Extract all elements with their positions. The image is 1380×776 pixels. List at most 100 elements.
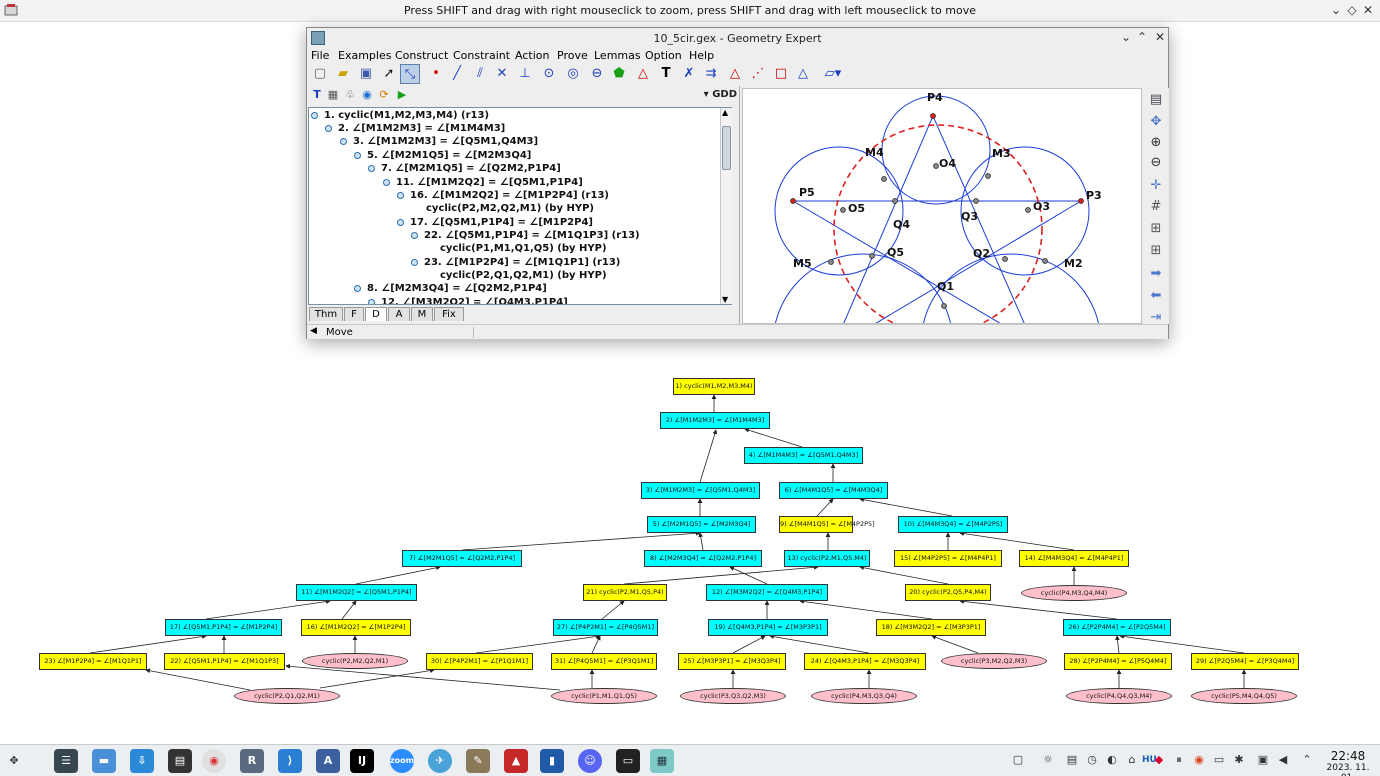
chevron-up-icon[interactable]: ⌃ — [1302, 753, 1312, 766]
graph-hyp-node[interactable]: cyclic(P1,M1,Q1,Q5) — [551, 688, 657, 704]
proof-tree-row[interactable]: 1. cyclic(M1,M2,M3,M4) (r13) — [311, 110, 489, 121]
text-icon[interactable]: T — [661, 66, 671, 81]
proof-tree-row[interactable]: 2. ∠[M1M2M3] = ∠[M1M4M3] — [325, 123, 505, 134]
folder-icon[interactable]: ▬ — [92, 749, 116, 773]
graph-node-19[interactable]: 19) ∠[Q4M3,P1P4] = ∠[M3P3P1] — [708, 619, 828, 636]
refresh-icon[interactable]: ⟳ — [379, 88, 389, 101]
font-app-icon[interactable]: A — [316, 749, 340, 773]
graph-hyp-node[interactable]: cyclic(P4,M3,Q3,Q4) — [811, 688, 917, 704]
proof-tree-row[interactable]: 23. ∠[M1P2P4] = ∠[M1Q1P1] (r13) — [411, 257, 620, 268]
circle-three-points-icon[interactable]: ◎ — [567, 66, 579, 81]
menu-help[interactable]: Help — [689, 49, 715, 62]
text-icon[interactable]: T — [313, 88, 321, 101]
tab-d[interactable]: D — [365, 307, 387, 321]
scroll-thumb[interactable] — [722, 126, 731, 170]
network-app-icon[interactable]: ✈ — [428, 749, 452, 773]
vscode-icon[interactable]: ⟩ — [278, 749, 302, 773]
geometry-canvas[interactable]: P4 P5 P3 M4 M3 O4 O5 O3 Q4 Q3 Q5 Q2 M5 M… — [742, 88, 1142, 324]
menu-file[interactable]: File — [311, 49, 330, 62]
minimize-icon[interactable]: ⌄ — [1120, 30, 1132, 44]
pan-icon[interactable]: ✥ — [1150, 114, 1162, 129]
triangle-left-icon[interactable]: ◀ — [310, 326, 317, 336]
maximize-icon[interactable]: ⌃ — [1136, 30, 1148, 44]
graph-node-14[interactable]: 14) ∠[M4M3Q4] = ∠[M4P4P1] — [1019, 550, 1129, 567]
graph-node-8[interactable]: 8) ∠[M2M3Q4] = ∠[Q2M2,P1P4] — [644, 550, 762, 567]
graph-node-30[interactable]: 30) ∠[P4P2M1] = ∠[P1Q1M1] — [426, 653, 533, 670]
zoom-out-icon[interactable]: ⊖ — [1150, 155, 1162, 170]
weather-icon[interactable]: ☼ — [1043, 753, 1053, 766]
graph-node-22[interactable]: 22) ∠[Q5M1,P1P4] = ∠[M1Q1P3] — [164, 653, 285, 670]
proof-tree-row[interactable]: 5. ∠[M2M1Q5] = ∠[M2M3Q4] — [354, 150, 531, 161]
intersect-icon[interactable]: ✗ — [683, 66, 695, 81]
arrow-left-icon[interactable]: ⬅ — [1150, 288, 1162, 303]
graph-node-26[interactable]: 26) ∠[P2P4M4] = ∠[P2Q5M4] — [1063, 619, 1171, 636]
graph-node-24[interactable]: 24) ∠[Q4M3,P1P4] = ∠[M3Q3P4] — [804, 653, 926, 670]
graph-hyp-node[interactable]: cyclic(P2,M2,Q2,M1) — [302, 653, 408, 669]
proof-tree-row[interactable]: 3. ∠[M1M2M3] = ∠[Q5M1,Q4M3] — [340, 136, 538, 147]
proof-tree-row[interactable]: 16. ∠[M1M2Q2] = ∠[M1P2P4] (r13) — [397, 190, 609, 201]
select-arrow-icon[interactable]: ➚ — [383, 66, 395, 81]
menu-constraint[interactable]: Constraint — [453, 49, 511, 62]
graph-node-11[interactable]: 11) ∠[M1M2Q2] = ∠[Q5M1,P1P4] — [296, 584, 417, 601]
grid-icon[interactable]: # — [1150, 199, 1162, 214]
menu-action[interactable]: Action — [515, 49, 550, 62]
network-tray-icon[interactable]: ⌂ — [1128, 753, 1136, 766]
close-icon[interactable]: ✕ — [1362, 3, 1374, 17]
circle-radius-icon[interactable]: ⊖ — [591, 66, 603, 81]
store-icon[interactable]: ⇩ — [130, 749, 154, 773]
graph-node-12[interactable]: 12) ∠[M3M2Q2] = ∠[Q4M3,P1P4] — [706, 584, 828, 601]
graph-node-31[interactable]: 31) ∠[P4Q5M1] = ∠[P3Q1M1] — [551, 653, 657, 670]
new-file-icon[interactable]: ▢ — [313, 66, 327, 81]
document-viewer-icon[interactable]: ▤ — [168, 749, 192, 773]
display-icon[interactable]: ▣ — [1257, 753, 1269, 766]
proof-tree-row[interactable]: 8. ∠[M2M3Q4] = ∠[Q2M2,P1P4] — [354, 283, 547, 294]
axis-icon[interactable]: ✛ — [1150, 178, 1162, 193]
graph-hyp-node[interactable]: cyclic(P5,M4,Q4,Q5) — [1191, 688, 1297, 704]
discord-icon[interactable]: ☺ — [578, 749, 602, 773]
parallel-icon[interactable]: ⫽ — [477, 66, 483, 81]
tab-fix[interactable]: Fix — [434, 307, 464, 321]
prover-mode-select[interactable]: ▾ GDD — [704, 89, 737, 100]
arrow-end-icon[interactable]: ⇥ — [1150, 310, 1162, 325]
battery-icon[interactable]: ▭ — [1213, 753, 1225, 766]
intellij-icon[interactable]: IJ — [350, 749, 374, 773]
play-icon[interactable]: ▶ — [397, 88, 407, 101]
show-desktop-icon[interactable]: ▢ — [1012, 753, 1024, 766]
polygon-fill-icon[interactable]: ⬟ — [613, 66, 625, 81]
graph-node-18[interactable]: 18) ∠[M3M2Q2] = ∠[M3P3P1] — [876, 619, 986, 636]
proof-tree-row[interactable]: 12. ∠[M3M2Q2] = ∠[Q4M3,P1P4] — [368, 297, 568, 304]
bluetooth-icon[interactable]: ✱ — [1234, 753, 1244, 766]
graph-node-16[interactable]: 16) ∠[M1M2Q2] = ∠[M1P2P4] — [301, 619, 411, 636]
arrow-right-icon[interactable]: ➡ — [1150, 266, 1162, 281]
downloader-icon[interactable]: ▲ — [504, 749, 528, 773]
pause-icon[interactable]: ⏸ — [1176, 753, 1182, 766]
notebook-icon[interactable]: ▤ — [1149, 92, 1163, 107]
graph-node-21[interactable]: 21) cyclic(P2,M1,Q5,P4) — [583, 584, 667, 601]
proof-tree-row[interactable]: 11. ∠[M1M2Q2] = ∠[Q5M1,P1P4] — [383, 177, 583, 188]
menu-construct[interactable]: Construct — [395, 49, 449, 62]
menu-lemmas[interactable]: Lemmas — [594, 49, 641, 62]
tab-a[interactable]: A — [388, 307, 410, 321]
r-app-icon[interactable]: R — [240, 749, 264, 773]
perpendicular-icon[interactable]: ✕ — [496, 66, 508, 81]
graph-node-13[interactable]: 13) cyclic(P2,M1,Q5,M4) — [784, 550, 870, 567]
open-folder-icon[interactable]: ▰ — [338, 66, 348, 81]
chrome-icon[interactable]: ◉ — [202, 749, 226, 773]
menu-option[interactable]: Option — [645, 49, 682, 62]
scroll-up-icon[interactable]: ▲ — [722, 108, 729, 117]
menu-examples[interactable]: Examples — [338, 49, 392, 62]
graph-node-1[interactable]: 1) cyclic(M1,M2,M3,M4) — [673, 378, 755, 395]
shape-dropdown-icon[interactable]: ▱▾ — [824, 66, 842, 81]
arrow-lines-icon[interactable]: ⇉ — [705, 66, 717, 81]
volume-icon[interactable]: ◀ — [1278, 753, 1288, 766]
graph-node-2[interactable]: 2) ∠[M1M2M3] = ∠[M1M4M3] — [660, 412, 770, 429]
menu-prove[interactable]: Prove — [557, 49, 588, 62]
line-icon[interactable]: ╱ — [453, 66, 461, 81]
graph-node-25[interactable]: 25) ∠[M3P3P1] = ∠[M3Q3P4] — [678, 653, 786, 670]
graph-node-20[interactable]: 20) cyclic(P2,Q5,P4,M4) — [905, 584, 991, 601]
graph-node-4[interactable]: 4) ∠[M1M4M3] = ∠[Q5M1,Q4M3] — [744, 447, 863, 464]
clipboard-icon[interactable]: ▤ — [1066, 753, 1078, 766]
proof-tree-row[interactable]: 17. ∠[Q5M1,P1P4] = ∠[M1P2P4] — [397, 217, 593, 228]
tab-m[interactable]: M — [411, 307, 433, 321]
graph-node-6[interactable]: 6) ∠[M4M1Q5] = ∠[M4M3Q4] — [779, 482, 888, 499]
